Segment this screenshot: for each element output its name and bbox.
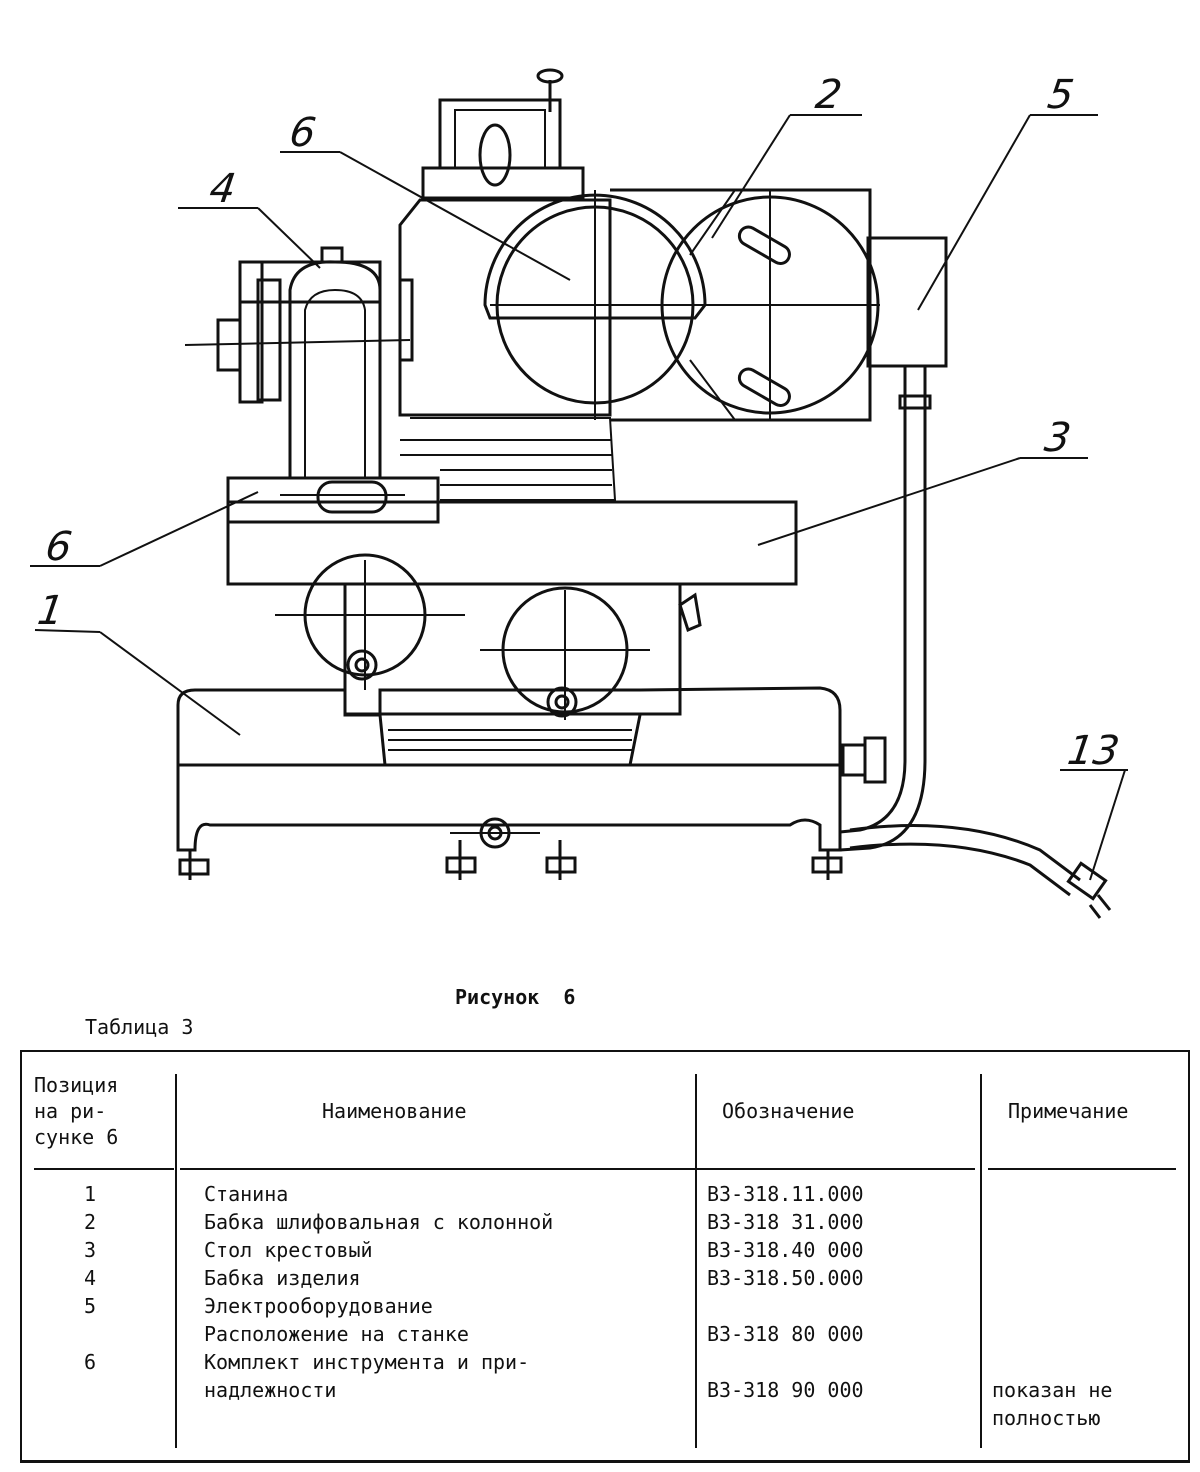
row-note: полностью [992,1406,1101,1430]
row-name: Расположение на станке [204,1322,469,1346]
machine-drawing [30,68,1128,919]
row-name: надлежности [204,1378,337,1402]
row-designation: В3-318 90 000 [707,1378,864,1402]
header-designation: Обозначение [722,1099,855,1123]
row-designation: В3-318 31.000 [707,1210,864,1234]
callout-13: 13 [1064,728,1123,774]
row-name: Станина [204,1182,289,1206]
row-position: 5 [84,1294,97,1318]
base-frame [176,686,887,880]
header-position: Позиция на ри- сунке 6 [34,1073,119,1149]
column-bellows [400,417,617,501]
figure-caption: Рисунок 6 [455,985,576,1009]
table-caption: Таблица 3 [85,1015,194,1039]
grinding-head [398,68,880,422]
row-name: Стол крестовый [204,1238,373,1262]
row-designation: В3-318 80 000 [707,1322,864,1346]
row-name: Электрооборудование [204,1294,433,1318]
row-name: Бабка шлифовальная с колонной [204,1210,554,1234]
row-position: 4 [84,1266,97,1290]
row-name: Бабка изделия [204,1266,361,1290]
leader-lines [30,114,1128,881]
header-name: Наименование [322,1099,467,1123]
row-position: 3 [84,1238,97,1262]
cross-table [226,476,798,720]
row-designation: В3-318.40 000 [707,1238,864,1262]
row-position: 6 [84,1350,97,1374]
row-position: 2 [84,1210,97,1234]
header-note: Примечание [1008,1099,1129,1123]
row-designation: В3-318.50.000 [707,1266,864,1290]
row-note: показан не [992,1378,1113,1402]
workpiece-head [184,246,411,478]
parts-table: Позиция на ри- сунке 6 Наименование Обоз… [20,1050,1190,1463]
row-designation: В3-318.11.000 [707,1182,864,1206]
row-name: Комплект инструмента и при- [204,1350,530,1374]
row-position: 1 [84,1182,97,1206]
electrical-box [839,236,1112,919]
